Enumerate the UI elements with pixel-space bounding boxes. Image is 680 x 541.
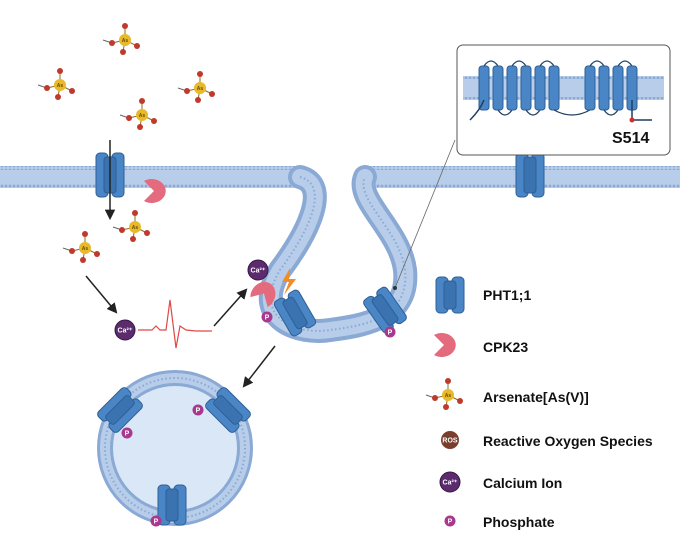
svg-text:As: As — [197, 86, 204, 92]
helix-loop — [589, 60, 605, 67]
helix-segment — [520, 65, 532, 111]
protein-backbone — [469, 99, 485, 121]
calcium-ion-icon: Ca²⁺ — [247, 259, 269, 281]
pht1-transporter-pit-right — [363, 286, 407, 334]
arsenate-icon: As — [112, 210, 150, 242]
helix-loop — [617, 60, 633, 67]
arsenate-icon: As — [37, 68, 75, 100]
legend-ros-label: Reactive Oxygen Species — [483, 433, 653, 449]
svg-text:P: P — [196, 408, 201, 415]
pht1-transporter-vesicle-right — [205, 387, 251, 433]
calcium-signal-trace — [138, 299, 212, 349]
topology-inset: S514 — [456, 44, 671, 156]
legend-arsenate-label: Arsenate[As(V)] — [483, 389, 589, 405]
helix-loop — [497, 109, 513, 116]
legend-calcium-label: Calcium Ion — [483, 475, 562, 491]
helix-segment — [492, 65, 504, 111]
svg-text:P: P — [125, 431, 130, 438]
svg-text:As: As — [82, 246, 89, 252]
svg-text:As: As — [57, 83, 64, 89]
phosphate-icon: P — [261, 311, 273, 323]
helix-segment — [478, 65, 490, 111]
svg-text:P: P — [448, 519, 453, 526]
membrane-invagination — [258, 165, 418, 343]
s514-label: S514 — [612, 130, 649, 147]
svg-text:P: P — [265, 315, 270, 322]
pht1-transporter-vesicle-bottom — [157, 484, 187, 526]
helix-loop — [525, 109, 541, 116]
helix-segment — [612, 65, 624, 111]
arsenate-icon: As — [425, 378, 463, 410]
helix-segment — [548, 65, 560, 111]
s514-site — [629, 117, 635, 123]
svg-text:As: As — [139, 113, 146, 119]
svg-text:ROS: ROS — [442, 438, 458, 445]
pht1-transporter-membrane-right — [515, 152, 545, 198]
svg-text:Ca²⁺: Ca²⁺ — [251, 268, 266, 275]
legend-ros-icon: ROS — [441, 431, 459, 449]
arsenate-icon: As — [177, 71, 215, 103]
phosphate-icon: P — [121, 427, 133, 439]
helix-segment — [506, 65, 518, 111]
legend-phosphate-label: Phosphate — [483, 514, 555, 530]
legend-cpk23-icon — [434, 333, 456, 357]
pht1-transporter-membrane-left — [95, 152, 125, 198]
helix-loop — [539, 60, 555, 67]
endocytic-vesicle — [97, 370, 253, 526]
legend-arsenate-icon: As — [425, 378, 463, 410]
arsenate-icon: As — [102, 23, 140, 55]
legend-cpk23-label: CPK23 — [483, 339, 528, 355]
flow-arrows — [85, 139, 456, 388]
activation-bolt-icon — [282, 268, 296, 295]
helix-loop — [511, 60, 527, 67]
helix-loop — [603, 109, 619, 116]
transmembrane-helices — [478, 60, 638, 116]
cpk23-membrane — [144, 179, 166, 203]
phosphate-icon: P — [192, 404, 204, 416]
arsenate-icon: As — [62, 231, 100, 263]
pht1-transporter-vesicle-left — [97, 387, 143, 433]
legend-pht1-label: PHT1;1 — [483, 287, 531, 303]
svg-text:As: As — [445, 393, 452, 399]
legend: PHT1;1 CPK23 As Arsenate[As(V)] ROS Reac… — [425, 276, 653, 530]
legend-calcium-icon: Ca²⁺ — [439, 471, 461, 493]
svg-text:As: As — [132, 225, 139, 231]
helix-loop — [483, 60, 499, 67]
helix-segment — [534, 65, 546, 111]
cpk23-pit — [250, 281, 276, 308]
pht1-transporter-pit-left — [273, 289, 317, 337]
phosphate-markers: P P P P P — [121, 311, 396, 527]
helix-segment — [584, 65, 596, 111]
legend-phosphate-icon: P — [444, 515, 456, 527]
svg-text:P: P — [154, 519, 159, 526]
phosphate-icon: P — [384, 326, 396, 338]
svg-text:As: As — [122, 38, 129, 44]
svg-text:P: P — [388, 330, 393, 337]
phosphate-icon: P — [150, 515, 162, 527]
svg-text:Ca²⁺: Ca²⁺ — [118, 328, 133, 335]
legend-pht1-icon — [435, 276, 465, 314]
helix-segment — [598, 65, 610, 111]
calcium-ion-icon: Ca²⁺ — [114, 319, 136, 341]
arsenate-icon: As — [119, 98, 157, 130]
svg-text:Ca²⁺: Ca²⁺ — [443, 480, 458, 487]
helix-loop — [553, 109, 591, 116]
